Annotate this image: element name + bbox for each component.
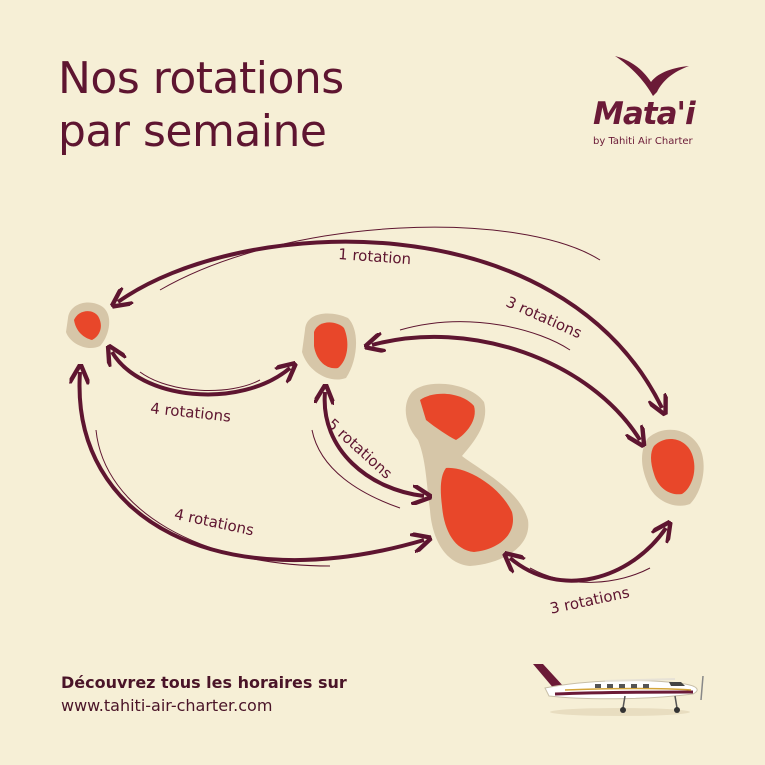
matai-logo: Mata'i by Tahiti Air Charter [585, 52, 715, 162]
route-label-2: 3 rotations [503, 293, 584, 342]
island-main [405, 383, 529, 566]
route-6 [510, 528, 666, 583]
bird-logo-icon [615, 56, 689, 96]
page-title: Nos rotations par semaine [58, 52, 344, 158]
footer-cta: Découvrez tous les horaires sur [61, 673, 347, 692]
route-3 [112, 352, 290, 397]
island-center-small [302, 313, 357, 380]
logo-brand: Mata'i [593, 96, 696, 132]
footer-website-link[interactable]: www.tahiti-air-charter.com [61, 696, 273, 715]
route-label-6: 3 rotations [548, 583, 631, 617]
route-label-1: 1 rotation [338, 245, 412, 268]
island-west [66, 302, 110, 349]
plane-illustration-icon [533, 664, 704, 716]
route-label-5: 4 rotations [173, 505, 256, 539]
title-line-2: par semaine [58, 106, 327, 157]
route-5 [80, 372, 424, 567]
route-label-3: 4 rotations [149, 399, 232, 425]
route-2 [372, 321, 640, 440]
island-east [642, 429, 704, 506]
logo-tagline: by Tahiti Air Charter [593, 136, 693, 147]
title-line-1: Nos rotations [58, 53, 344, 104]
